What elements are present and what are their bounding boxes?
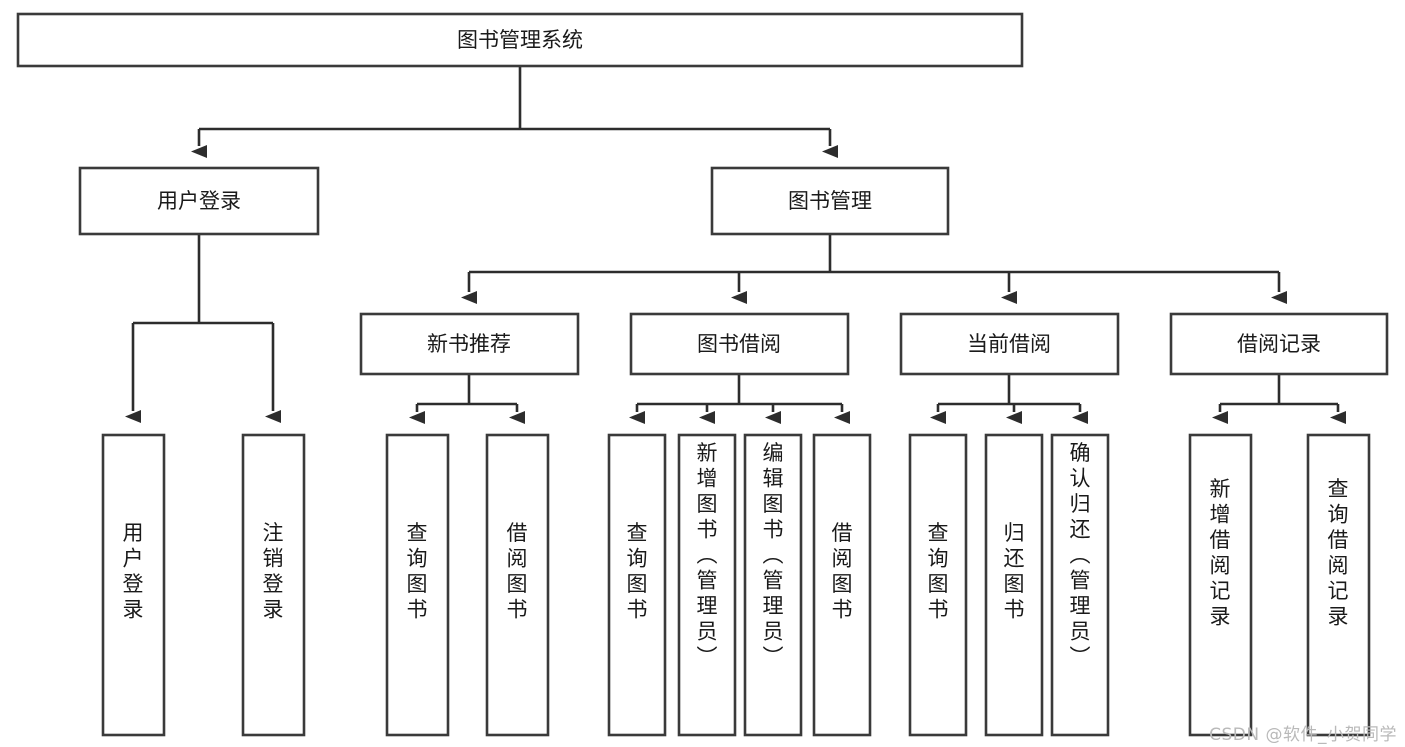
connector-group-book-mgmt xyxy=(461,234,1287,304)
node-leaf-user-login[interactable]: 用户登录 xyxy=(101,433,166,737)
connector-group-new-book-rec xyxy=(409,374,525,424)
node-leaf-edit-book-box[interactable] xyxy=(743,433,803,737)
node-user-login-box[interactable] xyxy=(78,166,320,236)
node-leaf-user-login-box[interactable] xyxy=(101,433,166,737)
node-leaf-add-record-label: 新增借阅记录 xyxy=(1210,477,1231,629)
node-book-borrow-box[interactable] xyxy=(629,312,850,376)
node-leaf-borrow-book-rec[interactable]: 借阅图书 xyxy=(485,433,550,737)
node-new-book-recommend-box[interactable] xyxy=(359,312,580,376)
node-root-system-box[interactable] xyxy=(16,12,1024,68)
node-leaf-add-book-box[interactable] xyxy=(677,433,737,737)
node-leaf-confirm-return[interactable]: 确认归还︵管理员︶ xyxy=(1050,433,1110,737)
node-leaf-edit-book[interactable]: 编辑图书︵管理员︶ xyxy=(743,433,803,737)
node-leaf-add-record-box[interactable] xyxy=(1188,433,1253,737)
node-leaf-return-book-label: 归还图书 xyxy=(1004,521,1025,622)
node-leaf-query-book-rec-box[interactable] xyxy=(385,433,450,737)
node-leaf-query-book-rec[interactable]: 查询图书 xyxy=(385,433,450,737)
node-leaf-query-record-label: 查询借阅记录 xyxy=(1328,477,1349,629)
node-leaf-logout-label: 注销登录 xyxy=(263,521,284,622)
node-leaf-query-record-box[interactable] xyxy=(1306,433,1371,737)
node-root-system-label: 图书管理系统 xyxy=(457,28,583,52)
node-leaf-query-record[interactable]: 查询借阅记录 xyxy=(1306,433,1371,737)
node-borrow-record-box[interactable] xyxy=(1169,312,1389,376)
connector-group-user-login xyxy=(125,234,281,423)
node-borrow-record-label: 借阅记录 xyxy=(1237,332,1321,356)
connector-group-borrow-record xyxy=(1212,374,1346,424)
node-leaf-query-book-borrow[interactable]: 查询图书 xyxy=(607,433,667,737)
node-current-borrow[interactable]: 当前借阅 xyxy=(899,312,1120,376)
node-leaf-borrow-book-box[interactable] xyxy=(812,433,872,737)
node-leaf-return-book[interactable]: 归还图书 xyxy=(984,433,1044,737)
node-leaf-borrow-book-rec-label: 借阅图书 xyxy=(507,521,528,622)
node-leaf-logout[interactable]: 注销登录 xyxy=(241,433,306,737)
node-book-management[interactable]: 图书管理 xyxy=(710,166,950,236)
node-leaf-query-book-current[interactable]: 查询图书 xyxy=(908,433,968,737)
node-book-management-box[interactable] xyxy=(710,166,950,236)
node-leaf-query-book-rec-label: 查询图书 xyxy=(407,521,428,622)
node-current-borrow-label: 当前借阅 xyxy=(967,332,1051,356)
node-leaf-borrow-book[interactable]: 借阅图书 xyxy=(812,433,872,737)
node-leaf-user-login-label: 用户登录 xyxy=(123,521,144,622)
node-leaf-confirm-return-box[interactable] xyxy=(1050,433,1110,737)
node-book-management-label: 图书管理 xyxy=(788,189,872,213)
node-leaf-edit-book-label: 编辑图书︵管理员︶ xyxy=(763,441,784,669)
node-leaf-return-book-box[interactable] xyxy=(984,433,1044,737)
connector-group-root xyxy=(191,66,838,158)
node-book-borrow[interactable]: 图书借阅 xyxy=(629,312,850,376)
node-user-login-label: 用户登录 xyxy=(157,189,241,213)
node-leaf-query-book-borrow-box[interactable] xyxy=(607,433,667,737)
node-leaf-query-book-borrow-label: 查询图书 xyxy=(627,521,648,622)
node-leaf-add-book[interactable]: 新增图书︵管理员︶ xyxy=(677,433,737,737)
node-leaf-add-book-label: 新增图书︵管理员︶ xyxy=(697,441,718,669)
node-leaf-confirm-return-label: 确认归还︵管理员︶ xyxy=(1070,441,1091,669)
node-book-borrow-label: 图书借阅 xyxy=(697,332,781,356)
node-root-system[interactable]: 图书管理系统 xyxy=(16,12,1024,68)
node-leaf-logout-box[interactable] xyxy=(241,433,306,737)
node-leaf-query-book-current-box[interactable] xyxy=(908,433,968,737)
node-user-login[interactable]: 用户登录 xyxy=(78,166,320,236)
connector-group-book-borrow xyxy=(629,374,850,424)
node-current-borrow-box[interactable] xyxy=(899,312,1120,376)
node-new-book-recommend[interactable]: 新书推荐 xyxy=(359,312,580,376)
node-leaf-add-record[interactable]: 新增借阅记录 xyxy=(1188,433,1253,737)
node-leaf-borrow-book-label: 借阅图书 xyxy=(832,521,853,622)
node-leaf-borrow-book-rec-box[interactable] xyxy=(485,433,550,737)
node-new-book-recommend-label: 新书推荐 xyxy=(427,332,511,356)
node-leaf-query-book-current-label: 查询图书 xyxy=(928,521,949,622)
connector-group-current-borrow xyxy=(930,374,1088,424)
node-borrow-record[interactable]: 借阅记录 xyxy=(1169,312,1389,376)
